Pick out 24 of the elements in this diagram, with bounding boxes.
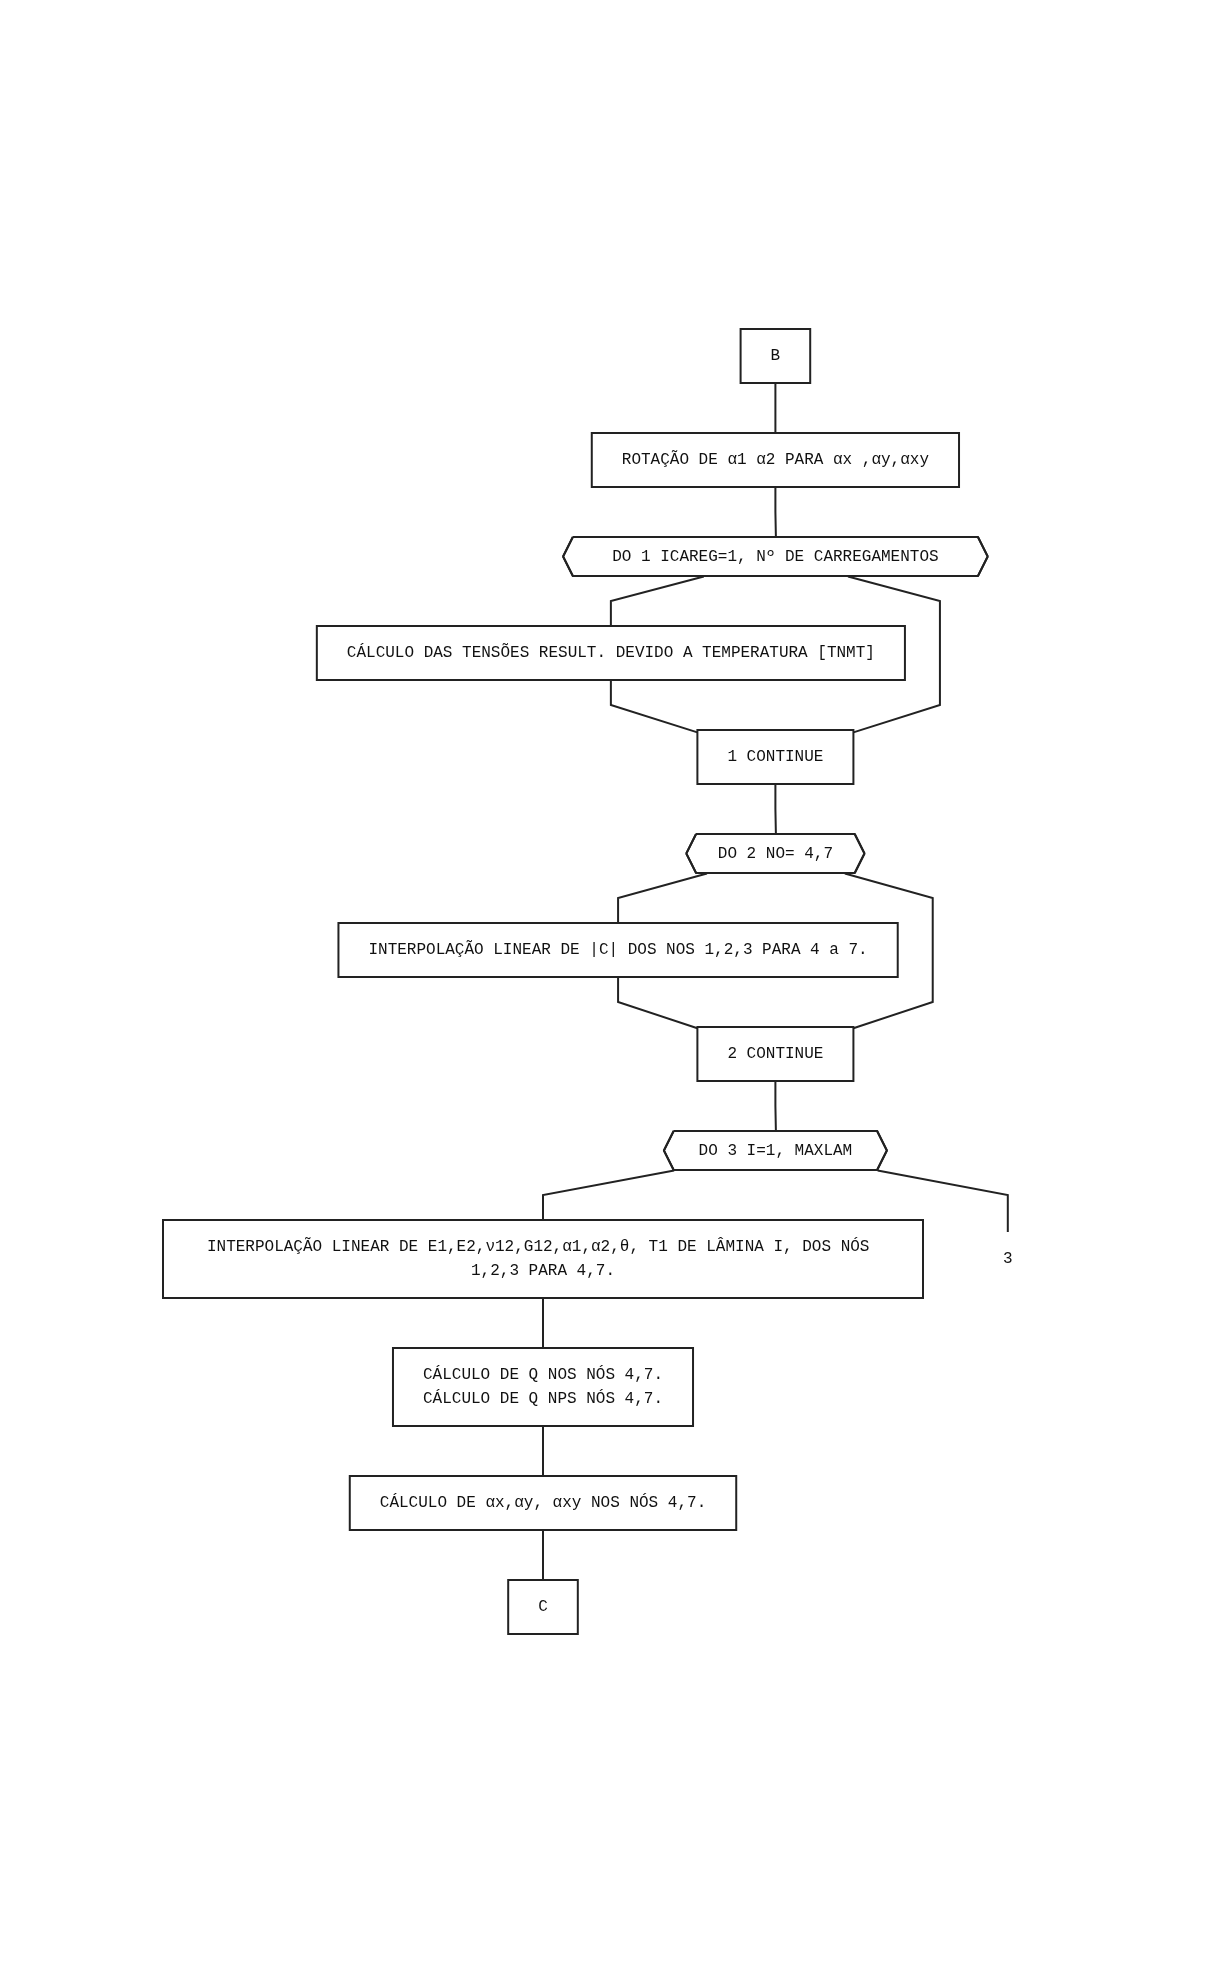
connector — [542, 1529, 545, 1581]
connector — [876, 1169, 1009, 1233]
connector — [774, 486, 778, 539]
node-box: C — [507, 1579, 579, 1635]
connector — [844, 872, 934, 1030]
node-box: INTERPOLAÇÃO LINEAR DE |C| DOS NOS 1,2,3 PARA 4 a 7. — [337, 922, 899, 978]
node-box: CÁLCULO DE Q NOS NÓS 4,7. CÁLCULO DE Q NPS NÓS 4,7. — [392, 1347, 695, 1427]
node-box: CÁLCULO DE αx,αy, αxy NOS NÓS 4,7. — [348, 1475, 738, 1531]
connector — [542, 1169, 676, 1221]
connector — [774, 783, 778, 836]
connector — [774, 1080, 778, 1133]
node-box: CÁLCULO DAS TENSÕES RESULT. DEVIDO A TEMPERATURA [TNMT] — [316, 625, 907, 681]
connector — [542, 1297, 545, 1349]
connector — [617, 976, 699, 1030]
node-text: 3 — [1003, 1250, 1013, 1268]
connector — [774, 382, 777, 434]
node-box: ROTAÇÃO DE α1 α2 PARA αx ,αy,αxy — [590, 432, 961, 488]
node-box: INTERPOLAÇÃO LINEAR DE E1,E2,ν12,G12,α1,α2,θ, T1 DE LÂMINA I, DOS NÓS 1,2,3 PARA 4,7. — [162, 1219, 925, 1299]
node-box: B — [739, 328, 812, 384]
node-box: 1 CONTINUE — [696, 729, 855, 785]
connector — [610, 575, 705, 627]
connector — [847, 575, 942, 734]
node-box: 2 CONTINUE — [696, 1026, 855, 1082]
connector — [542, 1425, 545, 1477]
